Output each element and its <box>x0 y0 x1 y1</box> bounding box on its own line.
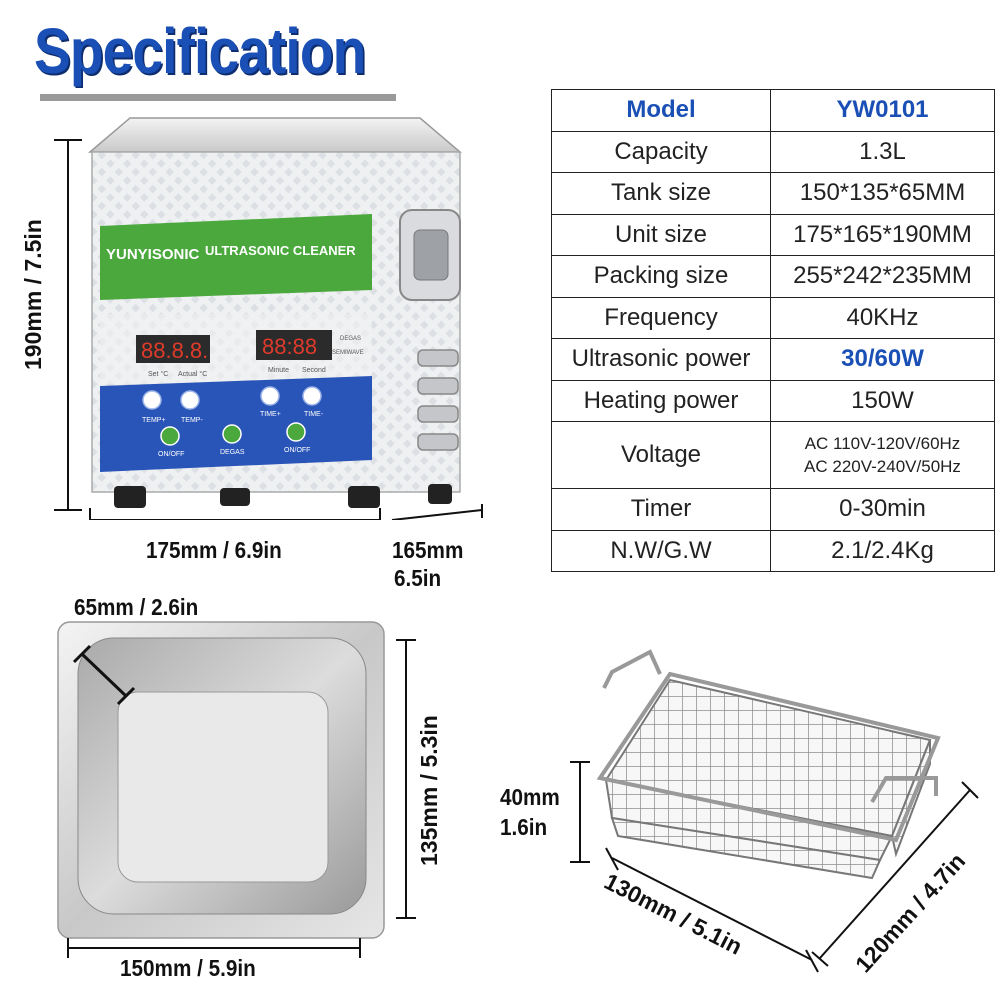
svg-text:TIME+: TIME+ <box>260 411 281 418</box>
svg-text:ON/OFF: ON/OFF <box>158 451 184 458</box>
basket-illustration <box>570 649 979 973</box>
model-label: Model <box>551 89 771 132</box>
svg-text:Set °C: Set °C <box>148 370 168 378</box>
unit-depth-mm-label: 165mm <box>392 537 464 563</box>
table-row: Tank size 150*135*65MM <box>551 172 995 215</box>
unit-width-label: 175mm / 6.9in <box>146 537 282 563</box>
svg-text:TEMP+: TEMP+ <box>142 417 166 424</box>
tank-width-label: 150mm / 5.9in <box>120 955 256 981</box>
time-display: 88:88 <box>262 334 317 359</box>
cleaner-illustration: YUNYISONIC ULTRASONIC CLEANER 88.8.8. 88… <box>54 117 483 520</box>
tank-illustration <box>57 621 416 958</box>
basket-height-in-label: 1.6in <box>500 814 548 840</box>
table-row: Unit size 175*165*190MM <box>551 213 995 256</box>
brand-label: YUNYISONIC <box>106 246 200 263</box>
svg-text:Actual °C: Actual °C <box>178 370 207 378</box>
temp-display: 88.8.8. <box>141 338 208 363</box>
table-row: Packing size 255*242*235MM <box>551 255 995 298</box>
svg-text:TIME-: TIME- <box>304 411 324 418</box>
table-row: Voltage AC 110V-120V/60Hz AC 220V-240V/5… <box>551 421 995 489</box>
svg-text:ON/OFF: ON/OFF <box>284 447 310 454</box>
voltage-line-2: AC 220V-240V/50Hz <box>804 457 961 476</box>
voltage-line-1: AC 110V-120V/60Hz <box>804 434 961 453</box>
table-row: Timer 0-30min <box>551 488 995 531</box>
tank-length-label: 135mm / 5.3in <box>416 715 442 866</box>
svg-text:TEMP-: TEMP- <box>181 417 203 424</box>
unit-depth-in-label: 6.5in <box>394 565 442 591</box>
table-header-row: Model YW0101 <box>551 89 995 132</box>
table-row: Heating power 150W <box>551 379 995 422</box>
page-title: Specification <box>34 15 366 87</box>
basket-height-mm-label: 40mm <box>500 784 560 810</box>
unit-height-label: 190mm / 7.5in <box>20 219 46 370</box>
svg-text:DEGAS: DEGAS <box>220 449 245 456</box>
svg-text:DEGAS: DEGAS <box>340 336 361 342</box>
table-row: Ultrasonic power 30/60W <box>551 338 995 381</box>
tank-depth-label: 65mm / 2.6in <box>74 594 199 620</box>
title-underline <box>40 94 396 101</box>
product-label: ULTRASONIC CLEANER <box>205 243 356 258</box>
svg-text:SEMIWAVE: SEMIWAVE <box>332 350 364 356</box>
svg-text:Second: Second <box>302 367 326 374</box>
table-row: N.W/G.W 2.1/2.4Kg <box>551 529 995 572</box>
table-row: Frequency 40KHz <box>551 296 995 339</box>
spec-table: Model YW0101 Capacity 1.3L Tank size 150… <box>551 89 995 572</box>
table-row: Capacity 1.3L <box>551 130 995 173</box>
model-value: YW0101 <box>770 89 995 132</box>
svg-text:Minute: Minute <box>268 367 289 374</box>
